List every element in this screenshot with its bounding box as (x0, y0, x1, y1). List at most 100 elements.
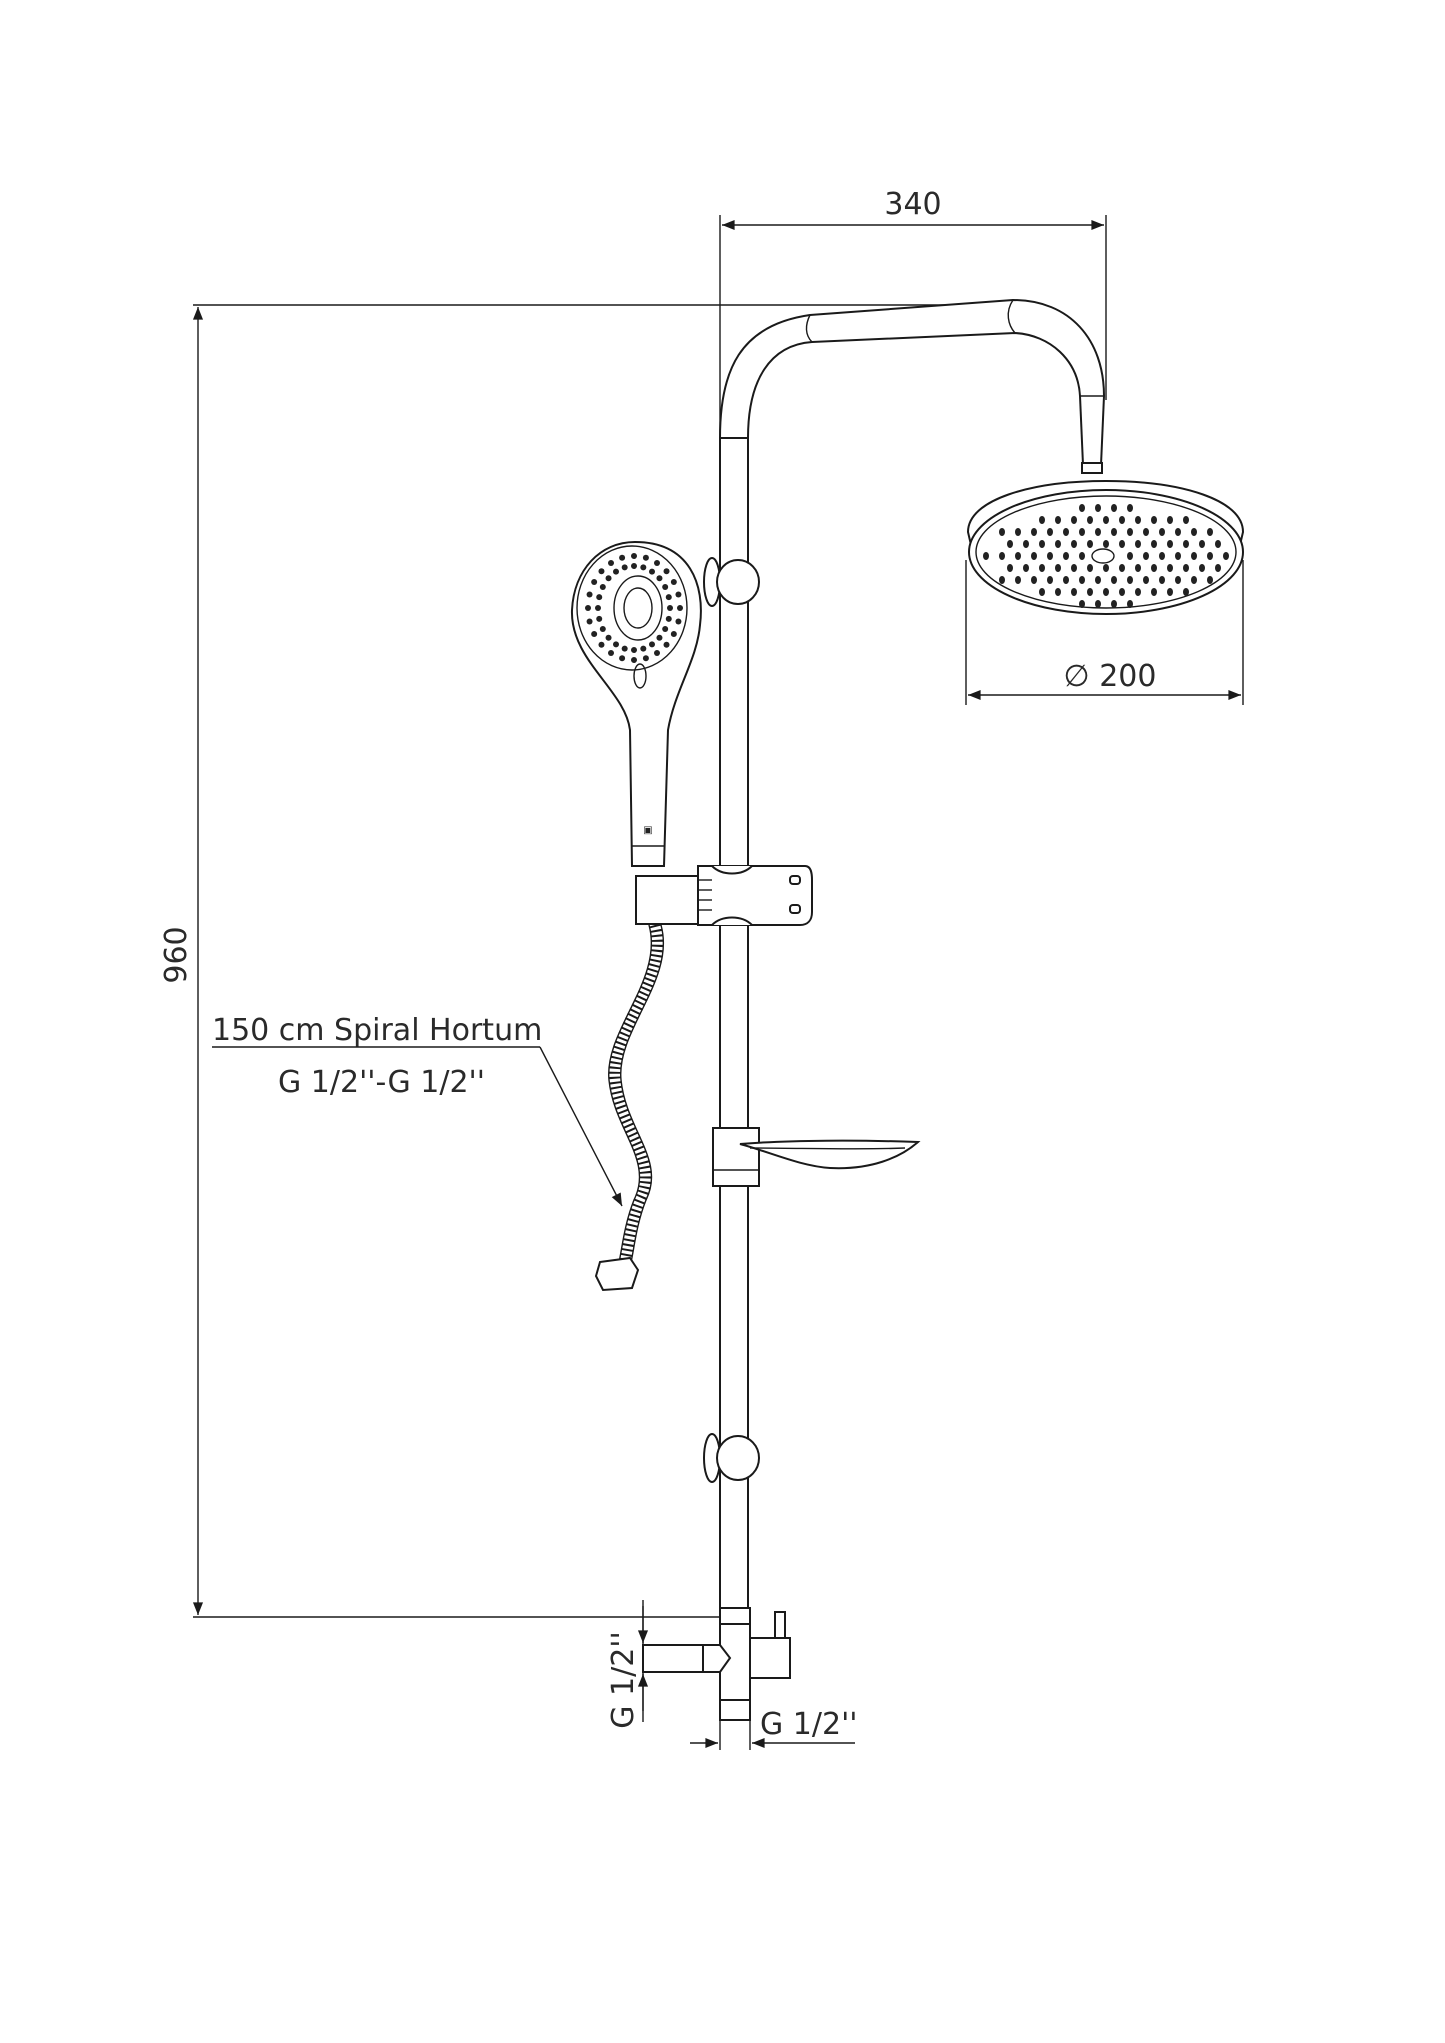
nozzle-dot (1055, 588, 1061, 596)
nozzle-dot (667, 605, 673, 611)
nozzle-dot (1199, 540, 1205, 548)
nozzle-dot (608, 559, 614, 566)
nozzle-dot (1199, 564, 1205, 572)
nozzle-dot (1127, 576, 1133, 584)
nozzle-dot (1151, 516, 1157, 524)
nozzle-dot (1223, 552, 1229, 560)
nozzle-dot (1007, 540, 1013, 548)
nozzle-dot (1063, 576, 1069, 584)
nozzle-dot (1071, 588, 1077, 596)
nozzle-dot (642, 554, 649, 561)
nozzle-dot (598, 568, 605, 575)
nozzle-dot (1087, 588, 1093, 596)
nozzle-dot (1111, 576, 1117, 584)
nozzle-dot (605, 634, 612, 641)
nozzle-dot (1055, 564, 1061, 572)
nozzle-dot (591, 579, 598, 585)
nozzle-dot (585, 605, 591, 611)
nozzle-dot (1079, 528, 1085, 536)
nozzle-dot (1151, 588, 1157, 596)
nozzle-dot (1015, 528, 1021, 536)
nozzle-dot (1055, 516, 1061, 524)
nozzle-dot (631, 647, 637, 653)
nozzle-dot (613, 568, 619, 575)
nozzle-dot (1023, 540, 1029, 548)
nozzle-dot (613, 641, 619, 648)
nozzle-dot (1111, 528, 1117, 536)
nozzle-dot (1039, 564, 1045, 572)
hose-thread-label: G 1/2''-G 1/2'' (278, 1065, 485, 1100)
nozzle-dot (1175, 552, 1181, 560)
nozzle-dot (1031, 552, 1037, 560)
nozzle-dot (1151, 540, 1157, 548)
diverter-valve (642, 1607, 791, 1721)
nozzle-dot (591, 631, 598, 637)
nozzle-dot (642, 655, 649, 662)
nozzle-dot (1127, 504, 1133, 512)
nozzle-dot (1047, 552, 1053, 560)
nozzle-dot (621, 564, 628, 571)
nozzle-dot (999, 552, 1005, 560)
nozzle-dot (1151, 564, 1157, 572)
shower-pole (719, 298, 1105, 1612)
nozzle-dot (649, 568, 655, 575)
nozzle-dot (1143, 528, 1149, 536)
nozzle-dot (1119, 564, 1125, 572)
nozzle-dot (1095, 576, 1101, 584)
nozzle-dot (1215, 564, 1221, 572)
nozzle-dot (654, 559, 660, 566)
nozzle-dot (1103, 516, 1109, 524)
nozzle-dot (1079, 600, 1085, 608)
nozzle-dot (1135, 516, 1141, 524)
dimension-bottom-inlet: G 1/2'' (690, 1707, 858, 1750)
dimension-side-inlet: G 1/2'' (606, 1600, 649, 1729)
arm-reach-label: 340 (884, 187, 941, 222)
nozzle-dot (1191, 528, 1197, 536)
nozzle-dot (1047, 576, 1053, 584)
total-height-label: 960 (159, 926, 194, 983)
nozzle-dot (1167, 516, 1173, 524)
nozzle-dot (1167, 588, 1173, 596)
nozzle-dot (1135, 564, 1141, 572)
nozzle-dot (1135, 588, 1141, 596)
nozzle-dot (656, 634, 663, 641)
nozzle-dot (1127, 552, 1133, 560)
nozzle-dot (662, 584, 669, 590)
nozzle-dot (1039, 588, 1045, 596)
hose-annotation: 150 cm Spiral Hortum G 1/2''-G 1/2'' (212, 1013, 623, 1207)
nozzle-dot (662, 626, 669, 632)
nozzle-dot (631, 553, 637, 559)
overhead-shower-head: ∅ 200 (965, 479, 1245, 705)
nozzle-dot (675, 591, 682, 598)
upper-wall-bracket (703, 557, 760, 607)
nozzle-dot (1103, 588, 1109, 596)
nozzle-dot (619, 554, 626, 561)
nozzle-dot (1191, 576, 1197, 584)
nozzle-dot (1087, 540, 1093, 548)
nozzle-dot (1039, 540, 1045, 548)
nozzle-dot (1127, 528, 1133, 536)
nozzle-dot (1135, 540, 1141, 548)
nozzle-dot (1071, 516, 1077, 524)
nozzle-dot (1175, 576, 1181, 584)
nozzle-dot (1207, 552, 1213, 560)
nozzle-dot (1103, 540, 1109, 548)
nozzle-dot (599, 626, 606, 632)
nozzle-dot (649, 641, 655, 648)
nozzle-dot (1015, 552, 1021, 560)
nozzle-dot (1031, 576, 1037, 584)
brand-logo-icon: ▣ (643, 825, 652, 836)
nozzle-dot (999, 528, 1005, 536)
nozzle-dot (640, 645, 647, 652)
nozzle-dot (1079, 576, 1085, 584)
nozzle-dot (670, 631, 677, 637)
nozzle-dot (665, 594, 672, 601)
nozzle-dot (631, 563, 637, 569)
slider-holder (635, 865, 813, 926)
nozzle-dot (1087, 516, 1093, 524)
nozzle-dot (1207, 576, 1213, 584)
nozzle-dot (654, 650, 660, 657)
nozzle-dot (663, 568, 670, 575)
nozzle-dot (983, 552, 989, 560)
nozzle-dot (1159, 552, 1165, 560)
